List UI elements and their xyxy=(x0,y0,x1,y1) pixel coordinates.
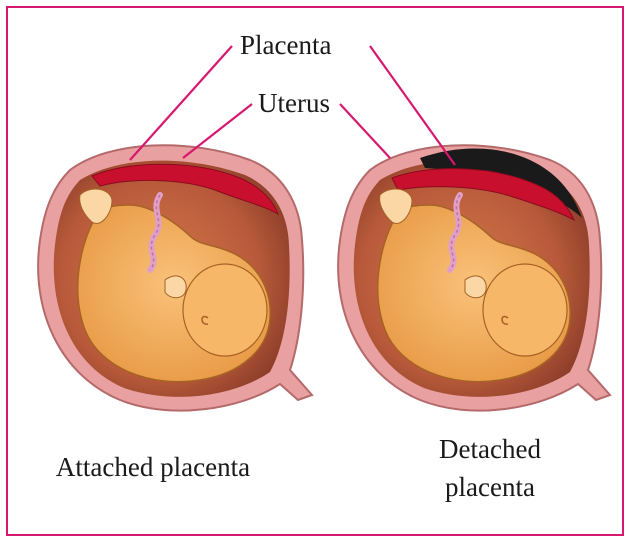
uterus-leader-right xyxy=(340,104,390,158)
placenta-leader-left xyxy=(130,46,232,160)
detached-caption-line-1: Detached xyxy=(395,430,585,468)
uterus-label: Uterus xyxy=(258,88,330,118)
attached-placenta-caption: Attached placenta xyxy=(28,448,278,486)
placenta-leader-right xyxy=(370,46,455,165)
placenta-label: Placenta xyxy=(240,30,331,60)
attached-uterus-illustration xyxy=(38,145,312,410)
detached-uterus-illustration xyxy=(338,145,610,410)
detached-caption-line-2: placenta xyxy=(395,468,585,506)
detached-placenta-caption: Detached placenta xyxy=(395,430,585,506)
